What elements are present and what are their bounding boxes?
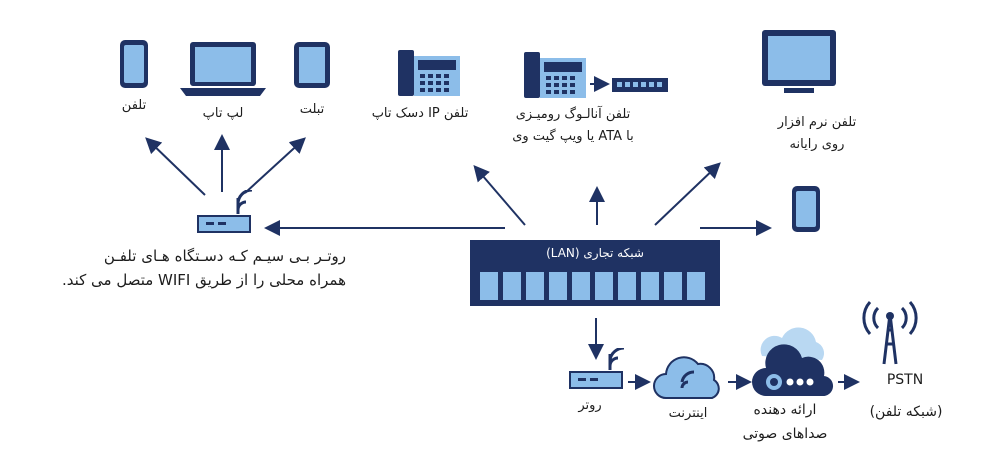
- lan-port: [503, 272, 521, 300]
- lan-port: [595, 272, 613, 300]
- router-icon: [569, 348, 625, 389]
- label-ip-desk-phone: تلفن IP دسک تاپ: [371, 106, 469, 121]
- analog-phone-icon: [524, 52, 586, 98]
- lan-port: [641, 272, 659, 300]
- arrow-lan-to-ipphone: [473, 164, 526, 226]
- lan-port: [664, 272, 682, 300]
- lan-label: شبکه تجاری (LAN): [546, 246, 644, 260]
- label-voice-provider: ارائه دهنده صداهای صوتی: [742, 402, 828, 442]
- label-analog-phone: تلفن آنالـوگ رومیـزی با ATA یا ویپ گیت و…: [512, 107, 634, 144]
- lan-port: [687, 272, 705, 300]
- arrow-lan-to-softphone: [654, 162, 721, 226]
- label-laptop: لپ تاپ: [202, 106, 244, 121]
- desk-ip-phone-icon: [398, 50, 460, 96]
- voice-provider-cloud-icon: [752, 327, 834, 397]
- business-lan-switch: شبکه تجاری (LAN): [470, 240, 720, 306]
- label-pstn: PSTN: [886, 372, 924, 388]
- mobile-phone-icon: [792, 186, 820, 232]
- pstn-tower-icon: [862, 301, 918, 365]
- internet-cloud-icon: [653, 356, 720, 399]
- lan-port: [480, 272, 498, 300]
- label-wifi-router-caption: روتـر بـی سیـم کـه دسـتگاه هـای تلفـن هم…: [61, 247, 346, 289]
- label-phone: تلفن: [121, 98, 147, 113]
- label-pstn-sub: (شبکه تلفن): [869, 404, 943, 420]
- smartphone-icon: [120, 40, 148, 88]
- arrow-router-to-phone: [145, 137, 206, 196]
- lan-port: [618, 272, 636, 300]
- label-tablet: تبلت: [299, 102, 325, 117]
- lan-port: [549, 272, 567, 300]
- label-internet: اینترنت: [668, 406, 708, 421]
- laptop-icon: [180, 42, 266, 96]
- lan-port: [526, 272, 544, 300]
- ata-gateway-icon: [612, 78, 668, 92]
- lan-port: [572, 272, 590, 300]
- label-router: روتر: [578, 398, 602, 413]
- arrow-router-to-tablet: [244, 137, 306, 194]
- desktop-monitor-icon: [762, 30, 836, 93]
- tablet-icon: [294, 42, 330, 88]
- label-softphone: تلفن نرم افزار روی رایانه: [777, 115, 857, 152]
- wifi-router-icon: [197, 190, 253, 233]
